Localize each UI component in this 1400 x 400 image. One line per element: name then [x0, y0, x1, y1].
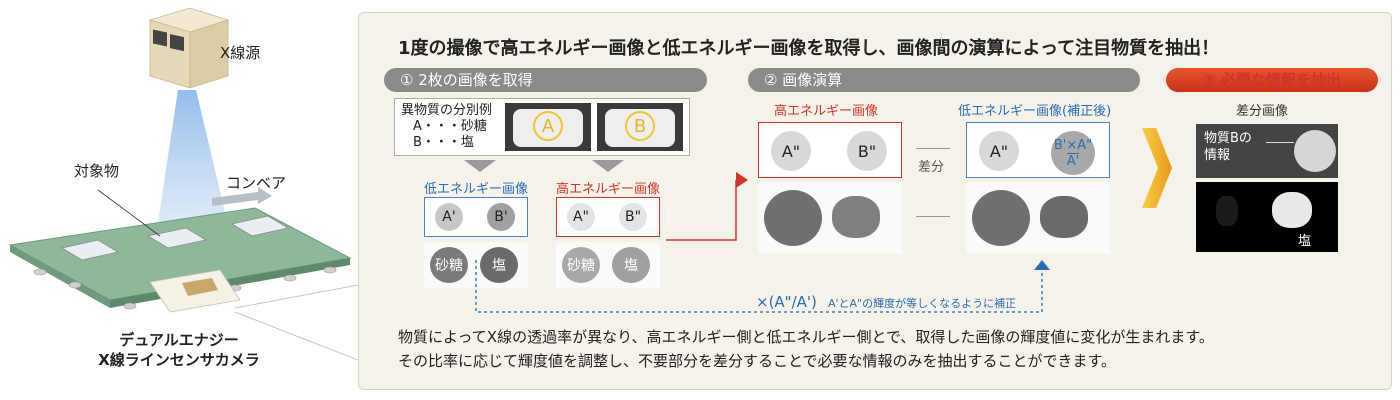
- description-line2: その比率に応じて輝度値を調整し、不要部分を差分することで必要な情報のみを抽出する…: [398, 352, 1117, 370]
- red-arrow-icon: [666, 172, 748, 241]
- step3-title: 差分画像: [1236, 104, 1289, 119]
- step2-high-title: 高エネルギー画像: [774, 104, 879, 119]
- step2-low-frame: A" B'×A" A': [966, 122, 1110, 178]
- step3-pill: ③ 必要な情報を抽出: [1166, 68, 1378, 92]
- b-dprime-circle: B": [847, 131, 887, 171]
- sugar-photo: A: [505, 103, 591, 151]
- result-salt-label: 塩: [1298, 234, 1312, 249]
- conveyor-direction-arrow: [212, 187, 272, 206]
- photo-b-marker: B: [625, 111, 655, 141]
- down-arrow-icon: [464, 160, 496, 172]
- step1-high-frame: A" B": [556, 197, 660, 237]
- b-corrected-circle: B'×A" A': [1051, 131, 1095, 175]
- step1-low-frame: A' B': [424, 197, 528, 237]
- result-frame: 物質Bの 情報: [1196, 124, 1338, 178]
- a-dprime-circle: A": [567, 203, 595, 231]
- conveyor-label: コンベア: [226, 174, 287, 192]
- target-objects: [60, 215, 290, 261]
- result-b-circle: [1294, 130, 1336, 172]
- b-corrected-numerator: B'×A": [1053, 137, 1093, 153]
- a-dprime-circle: A": [979, 131, 1019, 171]
- chevron-right-icon: [1142, 128, 1172, 208]
- target-label: 対象物: [74, 162, 120, 180]
- example-line-a: A・・・砂糖: [413, 119, 487, 134]
- salt-photo: B: [597, 103, 683, 151]
- sugar-blob: 砂糖: [430, 247, 468, 283]
- step1-high-xray: 砂糖 塩: [556, 242, 660, 288]
- b-corrected-denominator: A': [1066, 152, 1080, 169]
- correction-loop: [475, 260, 1050, 313]
- result-label-line2: 情報: [1204, 148, 1231, 163]
- description-line1: 物質によってX線の透過率が異なり、高エネルギー側と低エネルギー側とで、取得した画…: [398, 328, 1214, 346]
- a-prime-circle: A': [435, 203, 463, 231]
- down-arrow-icon: [592, 160, 624, 172]
- step1-low-title: 低エネルギー画像: [424, 182, 529, 197]
- step2-high-xray: [758, 182, 902, 254]
- result-xray: 塩: [1196, 182, 1338, 252]
- photo-a-marker: A: [533, 111, 563, 141]
- inspection-system-illustration: [8, 7, 359, 361]
- camera-label-line1: デュアルエナジー: [119, 331, 239, 349]
- step1-pill: ① 2枚の画像を取得: [384, 68, 707, 92]
- example-line-b: B・・・塩: [413, 135, 474, 150]
- correction-text: ×(A"/A') A'とA"の輝度が等しくなるように補正: [756, 292, 1016, 311]
- xray-source-label: X線源: [220, 44, 261, 62]
- salt-blob: 塩: [612, 247, 650, 283]
- step2-low-xray: [966, 182, 1110, 254]
- correction-formula: ×(A"/A'): [756, 293, 817, 311]
- step2-low-title: 低エネルギー画像(補正後): [958, 104, 1112, 119]
- xray-source: [148, 7, 230, 89]
- correction-note: A'とA"の輝度が等しくなるように補正: [827, 297, 1017, 310]
- diff-label: 差分: [918, 160, 945, 175]
- result-salt-blob: [1272, 192, 1312, 228]
- panel-headline: 1度の撮像で高エネルギー画像と低エネルギー画像を取得し、画像間の演算によって注目…: [398, 38, 1220, 59]
- a-dprime-circle: A": [771, 131, 811, 171]
- camera-caption: デュアルエナジー X線ラインセンサカメラ: [0, 330, 358, 370]
- salt-blob: 塩: [480, 247, 518, 283]
- sugar-blob: 砂糖: [562, 247, 600, 283]
- b-prime-circle: B': [487, 203, 515, 231]
- step1-high-title: 高エネルギー画像: [556, 182, 661, 197]
- b-dprime-circle: B": [619, 203, 647, 231]
- example-title: 異物質の分別例: [401, 103, 493, 118]
- result-label-line1: 物質Bの: [1204, 131, 1252, 146]
- example-box: 異物質の分別例 A・・・砂糖 B・・・塩 A B: [394, 98, 690, 156]
- camera-label-line2: X線ラインセンサカメラ: [98, 351, 260, 369]
- step2-pill: ② 画像演算: [748, 68, 1140, 92]
- step2-high-frame: A" B": [758, 122, 902, 178]
